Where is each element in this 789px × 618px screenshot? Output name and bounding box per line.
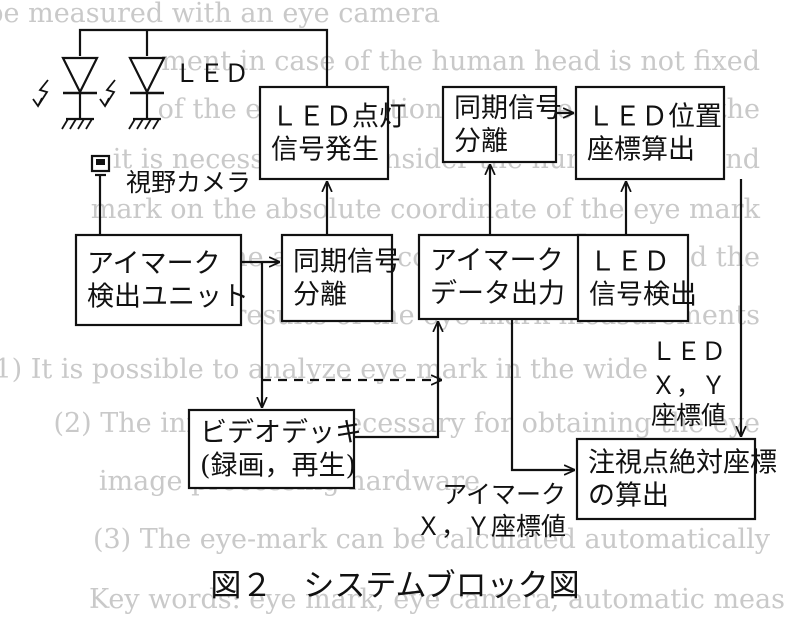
block-label: データ出力 [430,279,565,310]
background-text-line: (1) It is possible to analyze eye mark i… [0,354,648,385]
figure-caption: 図２ システムブロック図 [210,568,579,604]
eyemark-coords-label: Ｘ，Ｙ座標値 [416,512,566,541]
background-text-line: ment in case of the human head is not fi… [161,46,760,77]
connectors [78,28,741,470]
block-frame [441,85,558,164]
camera-label: 視野カメラ [126,168,251,197]
led-coords-label: ＬＥＤ [651,337,726,366]
block-label: 分離 [293,280,347,311]
block-frame [574,85,726,181]
block-label: 信号発生 [271,135,379,166]
camera-icon [90,154,111,177]
block-label: 同期信号 [293,247,401,278]
block-label: 検出ユニット [87,282,249,313]
ground-icon [128,117,161,130]
block-video-deck: ビデオデッキ(録画，再生) [187,408,362,490]
symbols [32,56,166,177]
light-emission-icon [99,79,116,108]
block-label: 信号検出 [589,280,697,311]
block-label: ＬＥＤ [589,247,670,278]
arrow-output-to-gaze [510,319,575,470]
background-text-line: mark on the absolute coordinate of the e… [91,194,761,225]
led-coords-label: Ｘ，Ｙ [651,371,726,400]
led-symbol-left [32,56,99,130]
block-label: アイマーク [430,246,564,277]
background-text-line: Key words: eye mark, eye camera, automat… [89,584,785,615]
block-label: ビデオデッキ [200,418,362,449]
ground-icon [61,117,94,130]
background-text-line: (2) The information necessary for obtain… [53,408,760,439]
block-label: ＬＥＤ点灯 [271,102,406,133]
block-frame [74,233,243,327]
led-label: ＬＥＤ [174,59,249,88]
block-frame [258,85,390,181]
block-frame [576,233,690,323]
block-label: ＬＥＤ位置 [587,102,722,133]
block-label: 同期信号 [454,93,562,124]
block-frame [280,233,394,323]
block-frame [575,437,757,521]
block-label: アイマーク [87,249,221,280]
led-triangle [61,56,99,95]
led-triangle [128,56,166,95]
led-feed-line [78,28,329,87]
light-emission-icon [32,79,49,108]
led-symbol-right [99,56,166,130]
arrow-deck-to-output [354,321,438,439]
background-text-line: Eyemark can be measured with an eye came… [0,0,440,29]
led-coords-label: 座標値 [651,401,726,430]
block-frame [187,408,356,490]
block-label: 分離 [454,126,508,157]
eyemark-coords-label: アイマーク [442,480,566,509]
block-label: 注視点絶対座標 [588,448,777,479]
block-label: 座標算出 [587,135,695,166]
block-frame [417,233,587,321]
background-text-line: (3) The eye-mark can be calculated autom… [93,524,771,555]
blocks: ＬＥＤ点灯信号発生同期信号分離ＬＥＤ位置座標算出アイマーク検出ユニット同期信号分… [74,85,777,521]
block-label: の算出 [588,481,669,512]
block-label: (録画，再生) [200,451,356,482]
